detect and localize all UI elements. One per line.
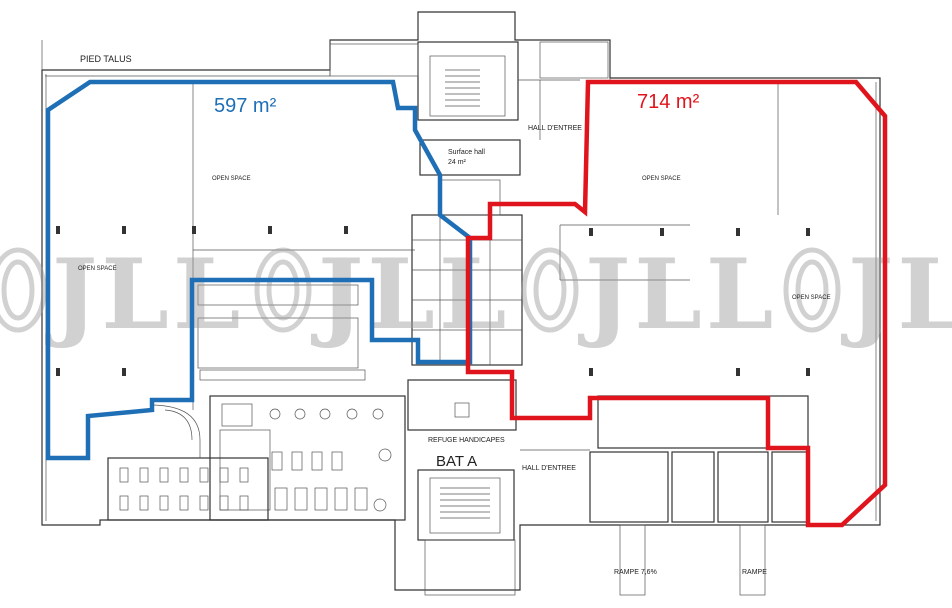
open-space-left-small-label: OPEN SPACE <box>78 266 117 272</box>
hall-entree-top-label: HALL D'ENTREE <box>528 125 582 132</box>
plan-labels: PIED TALUS OPEN SPACE OPEN SPACE Surface… <box>78 54 831 576</box>
rampe-left-label: RAMPE 7,6% <box>614 569 657 576</box>
watermark-text-4: JLL <box>840 238 952 351</box>
left-open-space-details <box>56 80 415 410</box>
zone-red-outline[interactable] <box>465 79 888 528</box>
top-stair-core <box>329 41 609 176</box>
hall-entree-bottom-label: HALL D'ENTREE <box>522 465 576 472</box>
blue-area-value: 597 m² <box>214 95 277 117</box>
pied-talus-label: PIED TALUS <box>80 54 132 64</box>
red-area-value: 714 m² <box>637 91 700 113</box>
bat-a-label: BAT A <box>436 453 477 470</box>
open-space-right-label: OPEN SPACE <box>642 176 681 182</box>
bottom-stair-core <box>417 449 590 596</box>
surface-hall-area-label: 24 m² <box>448 159 467 166</box>
technical-rooms <box>589 395 809 596</box>
open-space-left-label: OPEN SPACE <box>212 176 251 182</box>
rampe-right-label: RAMPE <box>742 569 767 576</box>
watermark-text-2: JLL <box>310 238 510 351</box>
jll-watermark: JLL JLL JLL JLL <box>0 238 952 351</box>
locker-room <box>107 404 269 521</box>
zone-blue-outline[interactable] <box>45 79 473 461</box>
gym-area <box>209 395 406 521</box>
refuge-handicapes-label: REFUGE HANDICAPES <box>428 437 505 444</box>
watermark-text-1: JLL <box>44 238 244 351</box>
surface-hall-label: Surface hall <box>448 149 485 156</box>
right-open-space-details <box>559 82 810 376</box>
watermark-text-3: JLL <box>577 238 777 351</box>
open-space-right2-label: OPEN SPACE <box>792 295 831 301</box>
